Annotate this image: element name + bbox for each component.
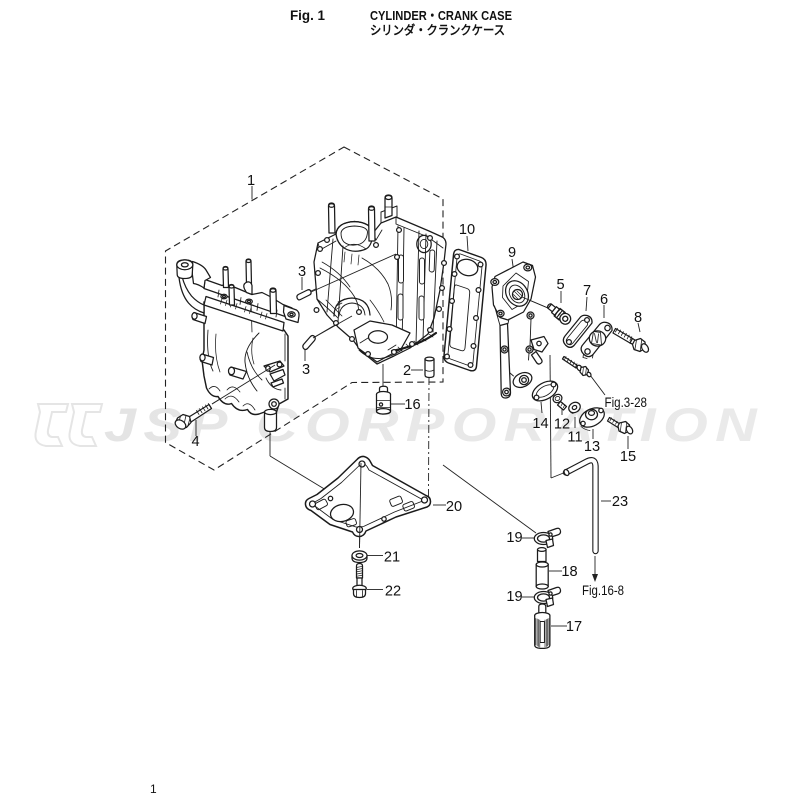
svg-text:2: 2	[403, 363, 411, 379]
svg-text:1: 1	[247, 173, 255, 189]
svg-text:13: 13	[584, 439, 600, 455]
svg-text:Fig. 1: Fig. 1	[290, 8, 326, 23]
svg-text:3: 3	[302, 362, 310, 378]
svg-text:4: 4	[191, 434, 199, 450]
svg-text:1: 1	[150, 782, 157, 796]
svg-text:11: 11	[567, 430, 582, 446]
svg-text:CYLINDER・CRANK CASE: CYLINDER・CRANK CASE	[370, 8, 512, 23]
svg-text:17: 17	[566, 619, 582, 635]
svg-text:15: 15	[620, 449, 636, 465]
svg-text:9: 9	[508, 245, 516, 261]
svg-text:8: 8	[634, 310, 642, 326]
svg-text:18: 18	[561, 564, 577, 580]
svg-text:シリンダ・クランクケース: シリンダ・クランクケース	[370, 23, 505, 38]
svg-text:10: 10	[459, 222, 475, 238]
svg-text:Fig.16-8: Fig.16-8	[582, 582, 624, 598]
svg-text:22: 22	[385, 584, 401, 600]
svg-text:19: 19	[506, 530, 522, 546]
svg-text:JSP CORPORATION: JSP CORPORATION	[104, 398, 764, 451]
svg-text:6: 6	[600, 292, 608, 308]
svg-text:21: 21	[384, 550, 400, 566]
svg-text:14: 14	[532, 416, 548, 432]
svg-text:16: 16	[404, 397, 420, 413]
svg-text:12: 12	[554, 417, 570, 433]
svg-text:3: 3	[298, 264, 306, 280]
svg-text:7: 7	[583, 283, 591, 299]
svg-text:23: 23	[612, 494, 628, 510]
svg-text:20: 20	[446, 499, 462, 515]
svg-text:5: 5	[556, 277, 564, 293]
svg-text:19: 19	[506, 589, 522, 605]
svg-text:Fig.3-28: Fig.3-28	[605, 394, 648, 410]
